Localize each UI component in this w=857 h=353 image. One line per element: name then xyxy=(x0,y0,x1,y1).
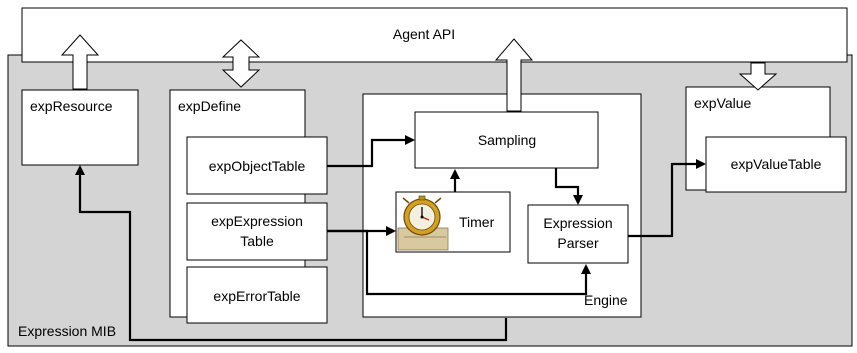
exp-error-table-box xyxy=(186,266,328,324)
exp-define-label: expDefine xyxy=(178,98,241,114)
engine-label: Engine xyxy=(584,292,628,308)
timer-label: Timer xyxy=(459,214,495,230)
exp-expression-table-label-1: expExpression xyxy=(211,213,303,229)
exp-error-table-label: expErrorTable xyxy=(213,288,300,304)
exp-value-table-box xyxy=(705,136,847,193)
down-hollow-arrow xyxy=(738,62,778,91)
double-hollow-arrow xyxy=(221,39,261,88)
up-hollow-arrow xyxy=(60,34,100,90)
exp-object-table-box xyxy=(186,136,328,195)
sampling-label: Sampling xyxy=(478,132,536,148)
expression-parser-box xyxy=(527,204,629,264)
object-table-to-sampling-connector xyxy=(327,135,415,168)
exp-object-table-label: expObjectTable xyxy=(209,158,306,174)
exp-resource-box xyxy=(21,89,139,166)
expression-parser-label-1: Expression xyxy=(543,215,612,231)
parser-to-value-table-connector xyxy=(628,159,706,238)
agent-api-label: Agent API xyxy=(393,26,455,42)
up-hollow-arrow xyxy=(494,38,534,112)
expression-parser-label-2: Parser xyxy=(557,235,599,251)
exp-expression-table-label-2: Table xyxy=(240,233,274,249)
exp-resource-label: expResource xyxy=(30,98,113,114)
sampling-box xyxy=(414,111,599,169)
expression-table-to-parser-connector xyxy=(327,229,591,296)
stopwatch-clock-icon xyxy=(397,195,449,251)
sampling-to-parser-connector xyxy=(554,168,583,205)
exp-value-table-label: expValueTable xyxy=(731,156,822,172)
expression-mib-label: Expression MIB xyxy=(18,323,116,339)
exp-value-label: expValue xyxy=(694,95,752,111)
exp-expression-table-box xyxy=(186,202,328,261)
engine-to-resource-connector xyxy=(75,165,508,342)
agent-api-bar xyxy=(21,7,848,63)
